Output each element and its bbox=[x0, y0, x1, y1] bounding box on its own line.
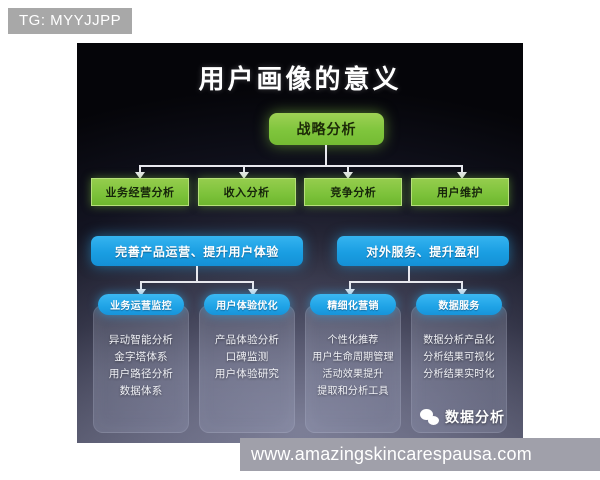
node-strategic-analysis[interactable]: 战略分析 bbox=[269, 113, 384, 145]
panel-pill-label[interactable]: 数据服务 bbox=[416, 294, 502, 315]
panel-item-list: 数据分析产品化 分析结果可视化 分析结果实时化 bbox=[412, 332, 506, 383]
arrow-l2-1 bbox=[135, 172, 145, 179]
arrow-l2-2 bbox=[239, 172, 249, 179]
connector-drop-l2-1 bbox=[139, 165, 141, 173]
list-item: 个性化推荐 bbox=[327, 335, 379, 346]
panel-pill-label[interactable]: 业务运营监控 bbox=[98, 294, 184, 315]
node-external-service-profit[interactable]: 对外服务、提升盈利 bbox=[337, 236, 509, 266]
list-item: 用户路径分析 bbox=[108, 368, 174, 380]
connector-trunk-left bbox=[196, 266, 198, 282]
node-improve-product-operations[interactable]: 完善产品运营、提升用户体验 bbox=[91, 236, 303, 266]
level2-row: 业务经营分析 收入分析 竞争分析 用户维护 bbox=[91, 178, 509, 206]
node-user-retention[interactable]: 用户维护 bbox=[410, 178, 509, 206]
level4-row: 业务运营监控 异动智能分析 金字塔体系 用户路径分析 数据体系 用户体验优化 产… bbox=[93, 294, 507, 433]
page-title: 用户画像的意义 bbox=[198, 64, 402, 94]
panel-item-list: 产品体验分析 口碑监测 用户体验研究 bbox=[200, 332, 294, 383]
arrow-l4-1 bbox=[136, 289, 146, 296]
arrow-l4-3 bbox=[345, 289, 355, 296]
connector-drop-l4-3 bbox=[349, 281, 351, 290]
connector-trunk-right bbox=[408, 266, 410, 282]
connector-bus-left bbox=[140, 281, 253, 283]
connector-drop-l2-2 bbox=[243, 165, 245, 173]
list-item: 产品体验分析 bbox=[214, 334, 280, 346]
arrow-l4-4 bbox=[457, 289, 467, 296]
list-item: 分析结果实时化 bbox=[423, 369, 495, 380]
node-business-operation-analysis[interactable]: 业务经营分析 bbox=[91, 178, 189, 206]
wechat-icon bbox=[420, 409, 439, 425]
level3-row: 完善产品运营、提升用户体验 对外服务、提升盈利 bbox=[91, 236, 509, 266]
panel-item-list: 个性化推荐 用户生命周期管理 活动效果提升 提取和分析工具 bbox=[306, 332, 400, 400]
panel-user-experience-optimization[interactable]: 用户体验优化 产品体验分析 口碑监测 用户体验研究 bbox=[199, 294, 295, 433]
connector-drop-l4-2 bbox=[252, 281, 254, 290]
panel-pill-label[interactable]: 精细化营销 bbox=[310, 294, 396, 315]
list-item: 分析结果可视化 bbox=[423, 352, 495, 363]
infographic-poster: 用户画像的意义 战略分析 业务经营分析 收入分析 竞争分析 用户维护 完善产品运… bbox=[77, 43, 523, 443]
arrow-l4-2 bbox=[248, 289, 258, 296]
node-revenue-analysis[interactable]: 收入分析 bbox=[197, 178, 296, 206]
panel-refined-marketing[interactable]: 精细化营销 个性化推荐 用户生命周期管理 活动效果提升 提取和分析工具 bbox=[305, 294, 401, 433]
website-watermark: www.amazingskincarespausa.com bbox=[240, 438, 600, 471]
connector-trunk-l1 bbox=[325, 145, 327, 166]
connector-bus-right bbox=[349, 281, 462, 283]
list-item: 用户体验研究 bbox=[214, 368, 280, 380]
arrow-l2-4 bbox=[457, 172, 467, 179]
panel-pill-label[interactable]: 用户体验优化 bbox=[204, 294, 290, 315]
list-item: 提取和分析工具 bbox=[317, 386, 389, 397]
panel-item-list: 异动智能分析 金字塔体系 用户路径分析 数据体系 bbox=[94, 332, 188, 400]
list-item: 活动效果提升 bbox=[322, 369, 384, 380]
node-competition-analysis[interactable]: 竞争分析 bbox=[304, 178, 403, 206]
wechat-account-name: 数据分析 bbox=[445, 409, 505, 425]
list-item: 金字塔体系 bbox=[114, 351, 168, 363]
connector-drop-l2-4 bbox=[461, 165, 463, 173]
list-item: 数据分析产品化 bbox=[423, 335, 495, 346]
wechat-credit: 数据分析 bbox=[420, 407, 505, 427]
list-item: 用户生命周期管理 bbox=[312, 352, 394, 363]
panel-business-operations-monitoring[interactable]: 业务运营监控 异动智能分析 金字塔体系 用户路径分析 数据体系 bbox=[93, 294, 189, 433]
arrow-l2-3 bbox=[343, 172, 353, 179]
list-item: 异动智能分析 bbox=[108, 334, 174, 346]
connector-drop-l4-1 bbox=[140, 281, 142, 290]
list-item: 口碑监测 bbox=[225, 351, 269, 363]
connector-drop-l4-4 bbox=[461, 281, 463, 290]
connector-drop-l2-3 bbox=[347, 165, 349, 173]
telegram-watermark: TG: MYYJJPP bbox=[8, 8, 133, 34]
list-item: 数据体系 bbox=[119, 385, 163, 397]
connector-bus-l2 bbox=[139, 165, 461, 167]
